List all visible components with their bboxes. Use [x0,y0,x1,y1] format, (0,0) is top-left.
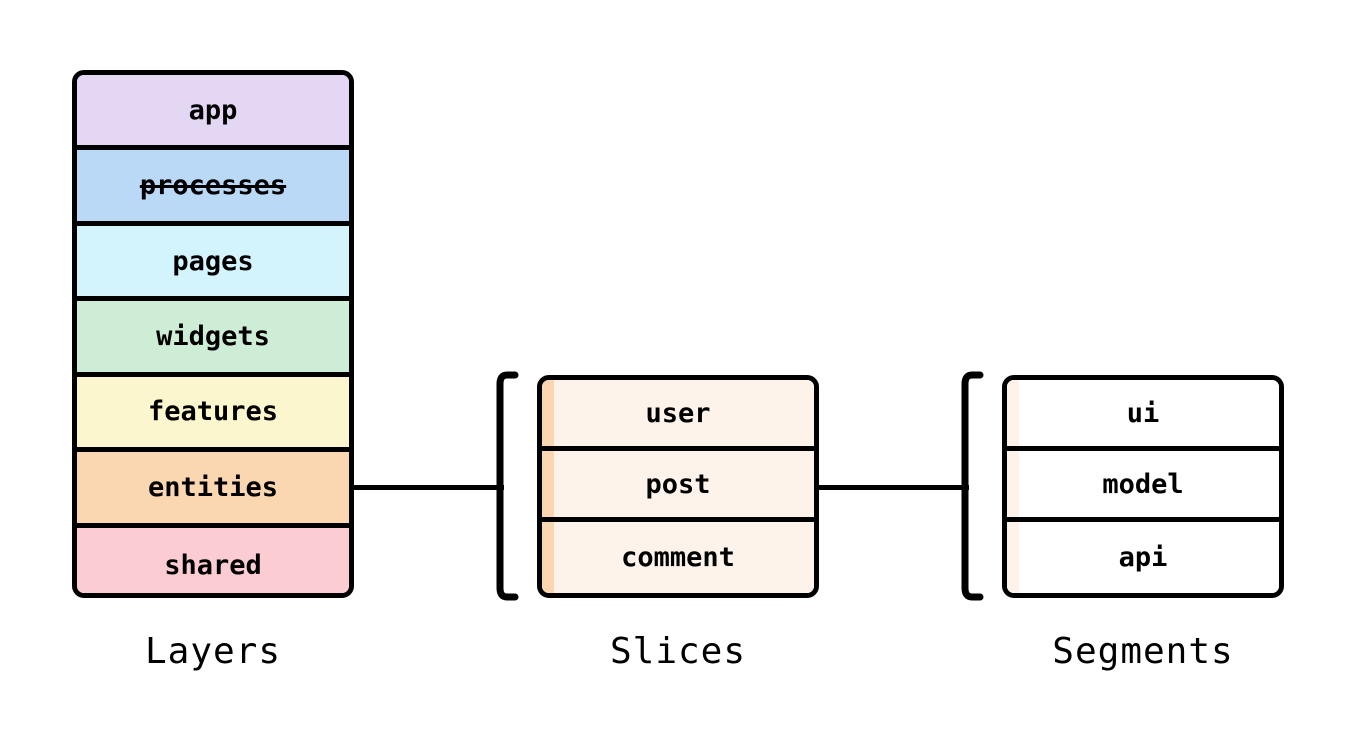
caption-layers: Layers [144,631,282,672]
segment-label-ui: ui [1126,397,1160,429]
slice-accent-stripe [542,522,554,593]
slices-bracket-icon [495,370,521,602]
slice-accent-stripe [542,451,554,517]
slice-row-user[interactable]: user [542,380,814,451]
segment-accent-stripe [1007,522,1019,593]
slice-row-comment[interactable]: comment [542,522,814,593]
segment-label-api: api [1118,542,1168,573]
segments-group: ui model api [1002,375,1284,598]
caption-slices: Slices [609,631,747,672]
slice-label-comment: comment [621,542,735,573]
layer-row-features[interactable]: features [77,376,349,453]
layer-label-widgets: widgets [156,320,270,352]
layer-label-pages: pages [172,245,254,277]
layer-label-app: app [188,94,238,126]
layer-label-processes: processes [139,170,287,202]
segment-row-api[interactable]: api [1007,522,1279,593]
slice-row-post[interactable]: post [542,451,814,522]
caption-segments: Segments [1052,631,1234,672]
segment-label-model: model [1102,468,1184,500]
slice-label-post: post [645,468,711,500]
segment-row-ui[interactable]: ui [1007,380,1279,451]
slice-accent-stripe [542,380,554,446]
segment-accent-stripe [1007,380,1019,446]
layer-row-pages[interactable]: pages [77,225,349,302]
layer-row-app[interactable]: app [77,75,349,151]
segment-accent-stripe [1007,451,1019,517]
segments-bracket-icon [960,370,986,602]
layer-row-widgets[interactable]: widgets [77,301,349,377]
connector-slices-to-segments [818,485,969,490]
layer-row-processes[interactable]: processes [77,150,349,226]
segment-row-model[interactable]: model [1007,451,1279,522]
layer-row-shared[interactable]: shared [77,527,349,593]
slice-label-user: user [645,397,711,429]
slices-group: user post comment [537,375,819,598]
layers-group: app processes pages widgets features ent… [72,70,354,598]
connector-entities-to-slices [354,485,504,490]
layer-label-entities: entities [147,471,279,503]
layer-row-entities[interactable]: entities [77,452,349,528]
layer-label-features: features [147,396,279,428]
layer-label-shared: shared [164,549,262,581]
